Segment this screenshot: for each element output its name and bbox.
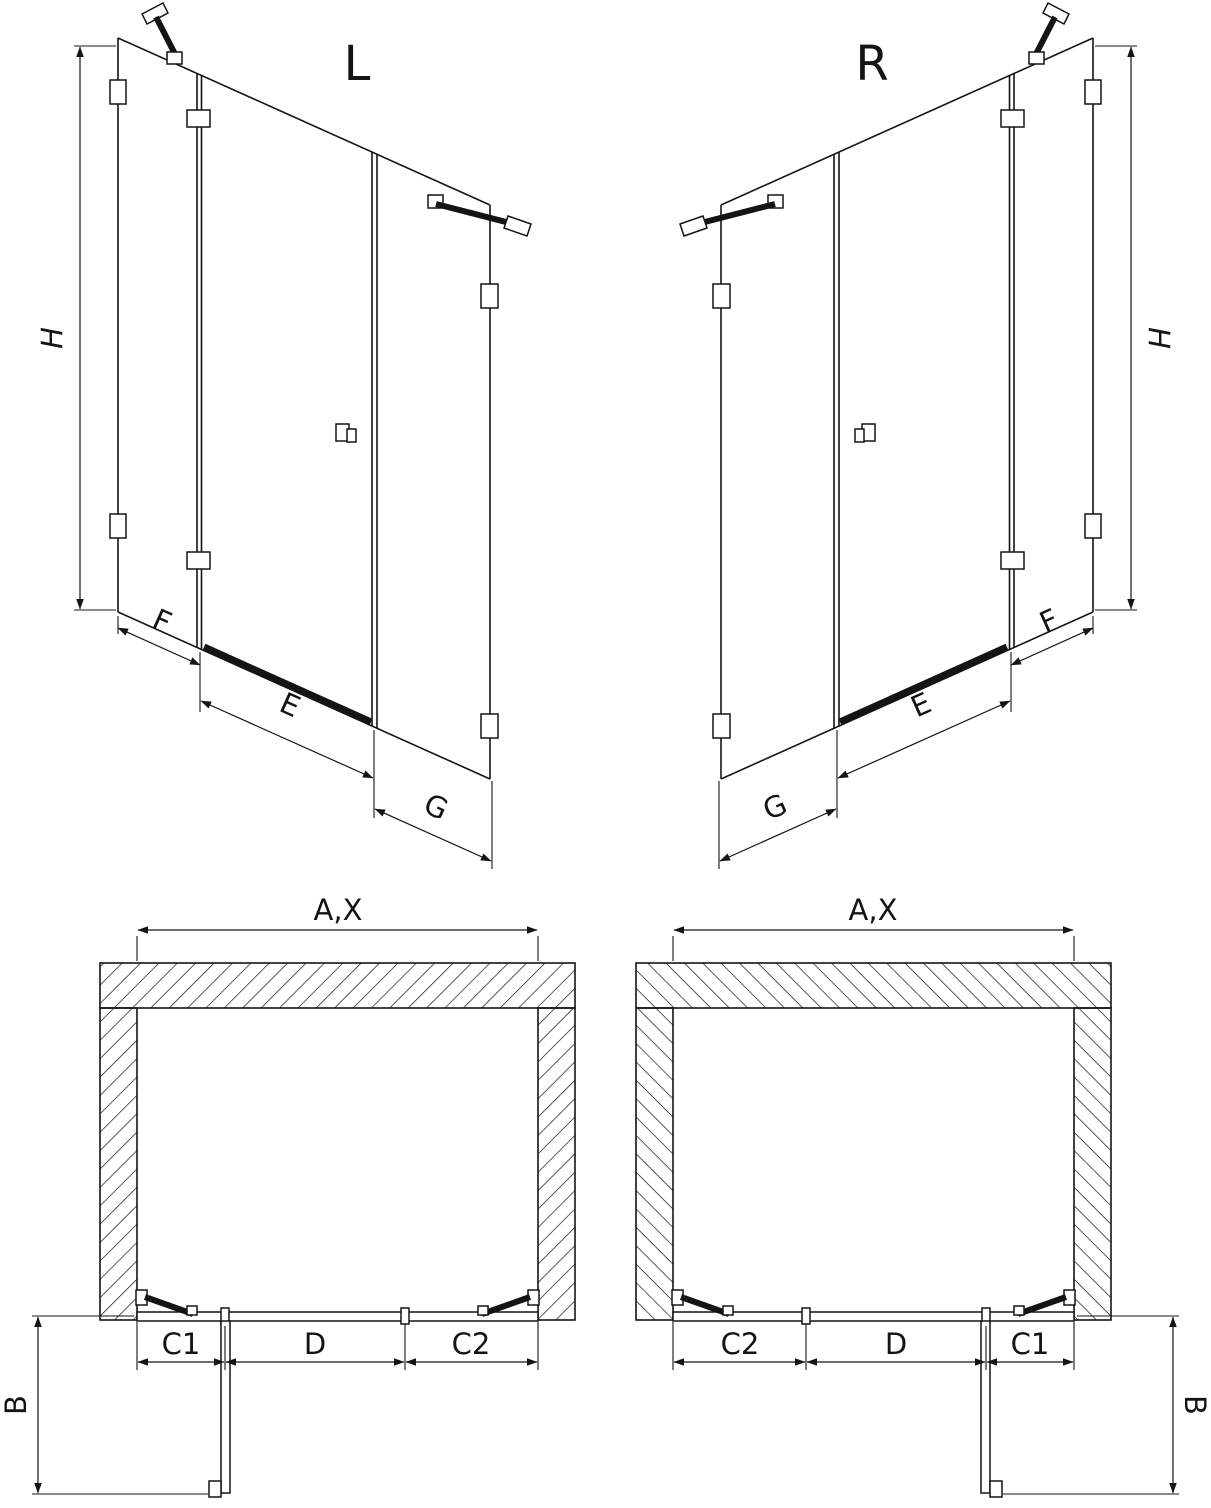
dim-label-d-left: D <box>304 1327 326 1361</box>
dim-label-f-right: F <box>1034 602 1063 640</box>
dim-label-f-left: F <box>148 602 177 640</box>
dim-label-ax-left: A,X <box>314 893 363 927</box>
dim-label-g-left: G <box>419 787 453 827</box>
dim-label-c2-left: C2 <box>452 1327 491 1361</box>
dim-label-c1-left: C1 <box>162 1327 201 1361</box>
dim-label-height-left: H <box>35 327 69 349</box>
perspective-view-left <box>74 3 531 869</box>
plan-view-right <box>636 930 1179 1497</box>
dim-label-c2-right: C2 <box>721 1327 760 1361</box>
dim-label-g-right: G <box>758 787 792 827</box>
view-title-right: R <box>855 36 888 92</box>
dim-label-b-left: B <box>0 1395 33 1415</box>
plan-view-left <box>32 930 575 1497</box>
dim-label-e-left: E <box>275 686 306 725</box>
dim-label-c1-right: C1 <box>1011 1327 1050 1361</box>
dim-label-d-right: D <box>885 1327 907 1361</box>
dim-label-ax-right: A,X <box>849 893 898 927</box>
dim-label-height-right: H <box>1142 327 1176 349</box>
dim-label-e-right: E <box>906 686 937 725</box>
view-title-left: L <box>344 36 371 92</box>
perspective-view-right <box>680 3 1137 869</box>
dim-label-b-right: B <box>1178 1395 1211 1415</box>
